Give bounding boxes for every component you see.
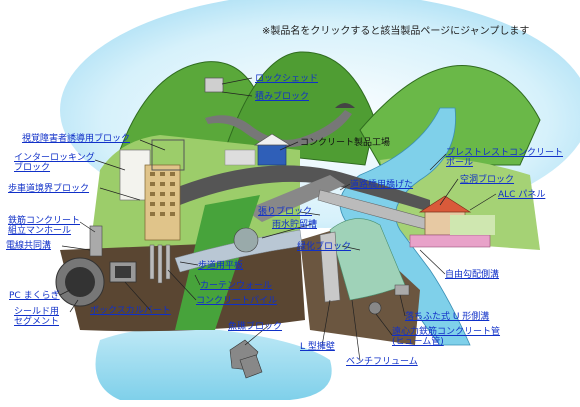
leader-line [375,313,393,336]
product-link-rock-shed[interactable]: ロックシェッド [255,74,319,84]
product-link-bench-flume[interactable]: ベンチフリューム [346,357,418,367]
leader-line [179,261,199,266]
leader-line [59,289,71,296]
product-link-tekkin-kumitate-manhole[interactable]: 鉄筋コンクリート 組立マンホール [8,216,81,236]
leader-line [261,223,313,239]
product-link-shield-segment[interactable]: シールド用 セグメント [14,307,60,327]
product-link-douro-kyoryo-keta[interactable]: 道路橋用橋げた [350,180,414,190]
river [339,107,471,346]
leader-line [351,299,361,362]
leader-line [124,281,151,311]
leader-line [79,221,96,233]
green-strip [175,195,260,330]
garden-wall [409,234,491,248]
product-link-jiyu-koubai-sokko[interactable]: 自由勾配側溝 [445,270,500,280]
u-ditch [394,284,410,296]
leader-line [341,245,361,251]
product-link-densen-kyodokou[interactable]: 電線共同溝 [6,241,52,251]
mountain-road [205,110,352,148]
piles [149,244,171,284]
building-windows [150,172,175,216]
leader-line [94,159,126,171]
diagonal-road [245,175,345,222]
product-link-curtain-wall[interactable]: カーテンウォール [200,281,273,291]
product-link-ryokka-block[interactable]: 緑化ブロック [297,242,352,252]
house-roof [418,195,472,213]
factory-yard [224,149,256,166]
retaining-wall [319,231,341,303]
main-road [170,165,430,212]
construction-frame [151,139,185,171]
leader-line [244,325,269,346]
leader-line [139,139,166,151]
product-link-box-culvert[interactable]: ボックスカルバート [90,306,171,316]
leader-line [399,294,406,317]
product-link-interlocking-block[interactable]: インターロッキング ブロック [14,153,95,173]
tunnel-portal [335,103,355,108]
rock-shed-structure [204,77,224,93]
product-link-prestressed-pole[interactable]: プレストレストコンクリート ポール [446,148,564,168]
click-instruction-note: ※製品名をクリックすると該当製品ページにジャンプします [262,26,530,37]
sea [95,327,332,400]
product-link-hume-kan[interactable]: 遠心力鉄筋コンクリート管 (ヒューム管) [392,327,501,347]
product-link-hodo-kyokai-block[interactable]: 歩車道境界ブロック [8,184,90,194]
leader-line [439,178,459,206]
product-link-kudou-block[interactable]: 空洞ブロック [460,175,515,185]
leader-line [321,299,331,347]
leader-line [69,299,79,313]
product-link-hari-block[interactable]: 張りブロック [258,207,313,217]
leader-line [279,141,299,151]
factory-roof [253,133,292,146]
hume-pipe [368,301,382,315]
product-link-concrete-pile[interactable]: コンクリートパイル [196,296,278,306]
product-link-l-youheki[interactable]: L 型擁壁 [300,342,335,352]
fish-reef [229,339,263,379]
leader-line [419,249,446,275]
leader-line [194,274,201,286]
product-link-shikaku-tenji-block[interactable]: 視覚障害者誘導用ブロック [22,134,131,144]
leader-line [469,193,497,211]
leader-line [167,269,197,301]
storage-tank [233,227,259,253]
product-link-hodoyou-heiban[interactable]: 歩道用平板 [198,261,244,271]
leader-line [99,187,141,201]
manhole-shaft [89,225,103,257]
product-link-gyosho-block[interactable]: 魚礁ブロック [228,322,283,332]
product-link-alc-panel[interactable]: ALC パネル [498,190,546,200]
product-link-ochifuta-u-sokko[interactable]: 落ちふた式 U 形側溝 [405,312,490,322]
leader-line [61,245,91,251]
leader-line [221,91,253,97]
factory-label: コンクリート製品工場 [300,138,391,148]
leader-line [221,77,253,85]
factory-building [257,144,287,166]
house-garden [450,215,495,235]
leader-line [339,183,351,191]
leader-line [429,153,447,171]
product-link-pc-magurogi[interactable]: PC まくらぎ [9,291,60,301]
sidewalk [174,229,303,273]
product-link-tsumi-block[interactable]: 積みブロック [255,92,310,102]
leader-line [299,211,321,216]
product-link-usui-choryu-sou[interactable]: 雨水貯留槽 [272,220,318,230]
